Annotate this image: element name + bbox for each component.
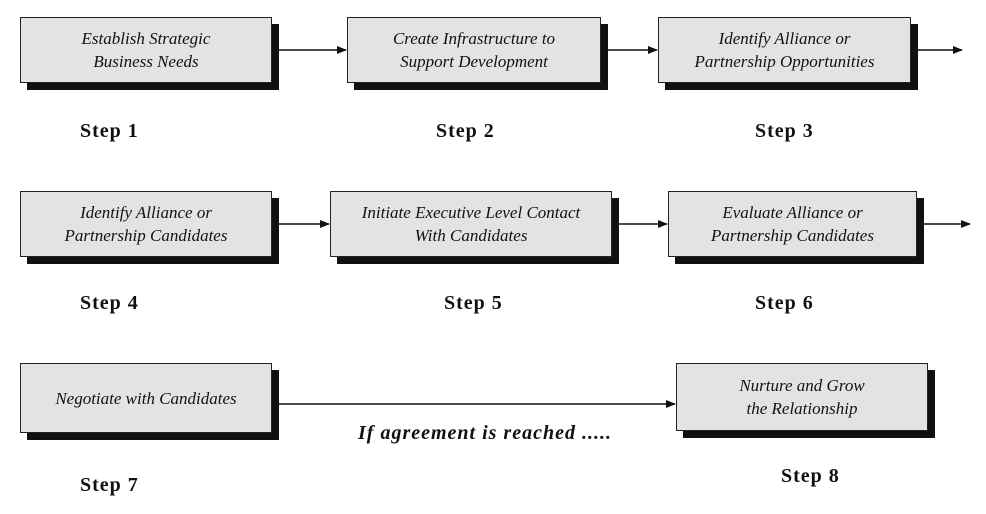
- step-2-text-line1: Create Infrastructure to: [392, 29, 556, 48]
- step-8-text-line2: the Relationship: [746, 399, 858, 418]
- step-8-box: Nurture and Grow the Relationship: [676, 363, 928, 431]
- step-4-text-line2: Partnership Candidates: [64, 226, 228, 245]
- step-3-box: Identify Alliance or Partnership Opportu…: [658, 17, 911, 83]
- step-6-box: Evaluate Alliance or Partnership Candida…: [668, 191, 917, 257]
- step-7-box: Negotiate with Candidates: [20, 363, 272, 433]
- step-2-text-line2: Support Development: [400, 52, 548, 71]
- step-4-box: Identify Alliance or Partnership Candida…: [20, 191, 272, 257]
- step-5-box: Initiate Executive Level Contact With Ca…: [330, 191, 612, 257]
- step-4-label: Step 4: [80, 292, 139, 314]
- step-3-text-line1: Identify Alliance or: [718, 29, 851, 48]
- step-8-label: Step 8: [781, 465, 840, 487]
- step-5-text-line2: With Candidates: [414, 226, 528, 245]
- step-1-box: Establish Strategic Business Needs: [20, 17, 272, 83]
- step-5-label: Step 5: [444, 292, 503, 314]
- step-6-text-line2: Partnership Candidates: [711, 226, 874, 245]
- step-7-text-line1: Negotiate with Candidates: [55, 388, 237, 408]
- condition-label: If agreement is reached .....: [358, 422, 612, 444]
- step-6-label: Step 6: [755, 292, 814, 314]
- step-6-text-line1: Evaluate Alliance or: [722, 203, 863, 222]
- step-4-text-line1: Identify Alliance or: [80, 203, 212, 222]
- step-8-text-line1: Nurture and Grow: [739, 376, 865, 395]
- step-1-text-line2: Business Needs: [93, 52, 199, 71]
- step-1-text-line1: Establish Strategic: [81, 29, 211, 48]
- step-5-text-line1: Initiate Executive Level Contact: [361, 203, 581, 222]
- step-2-label: Step 2: [436, 120, 495, 142]
- step-3-text-line2: Partnership Opportunities: [694, 52, 875, 71]
- step-3-label: Step 3: [755, 120, 814, 142]
- step-7-label: Step 7: [80, 474, 139, 496]
- step-2-box: Create Infrastructure to Support Develop…: [347, 17, 601, 83]
- step-1-label: Step 1: [80, 120, 139, 142]
